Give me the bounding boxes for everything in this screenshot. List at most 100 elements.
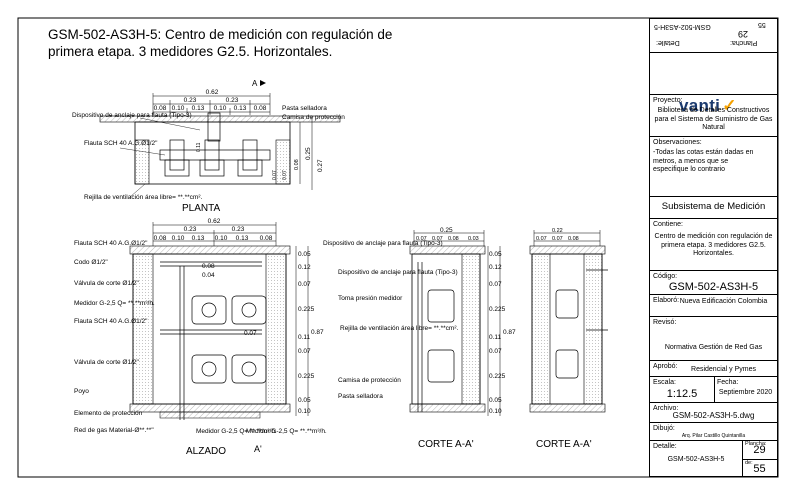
corte1-view: 0.25 0.07 0.07 0.08 0.03 0.05 0.12 0.07 … [323, 227, 516, 450]
alzado-total-dim: 0.62 [208, 218, 221, 225]
tb-aprobo: Aprobó: Residencial y Pymes [650, 361, 777, 377]
svg-text:0.08: 0.08 [448, 236, 459, 242]
note-anclaje: Dispositivo de anclaje para flauta (Tipo… [72, 112, 192, 119]
svg-text:0.08: 0.08 [294, 159, 300, 170]
svg-text:0.10: 0.10 [214, 105, 227, 112]
svg-text:0.07: 0.07 [282, 170, 288, 180]
svg-text:Flauta SCH 40 A.G.Ø1/2": Flauta SCH 40 A.G.Ø1/2" [74, 318, 148, 325]
svg-text:0.13: 0.13 [234, 105, 247, 112]
svg-text:Medidor G-2,5 Q= **.**m³/h.: Medidor G-2,5 Q= **.**m³/h. [74, 300, 155, 307]
svg-text:0.11: 0.11 [196, 142, 202, 152]
svg-text:0.22: 0.22 [552, 228, 563, 234]
svg-text:Dispositivo de anclaje para fl: Dispositivo de anclaje para flauta (Tipo… [323, 240, 443, 247]
section-mark-a: A [252, 79, 258, 88]
tb-elaboro: Elaboró: Nueva Edificación Colombia [650, 295, 777, 317]
svg-text:0.87: 0.87 [503, 329, 516, 336]
svg-text:0.04: 0.04 [202, 272, 215, 279]
svg-text:0.10: 0.10 [298, 408, 311, 415]
svg-text:Dispositivo de anclaje para fl: Dispositivo de anclaje para flauta (Tipo… [338, 269, 458, 276]
svg-text:0.05: 0.05 [298, 397, 311, 404]
svg-text:Medidor G-2,5 Q= **.**m³/h.: Medidor G-2,5 Q= **.**m³/h. [246, 428, 327, 435]
svg-text:0.07: 0.07 [432, 236, 443, 242]
svg-text:0.07: 0.07 [489, 281, 502, 288]
svg-text:Poyo: Poyo [74, 388, 89, 395]
svg-text:0.27: 0.27 [317, 159, 324, 172]
svg-text:0.05: 0.05 [298, 251, 311, 258]
svg-text:Flauta SCH 40 A.G.Ø1/2": Flauta SCH 40 A.G.Ø1/2" [74, 240, 148, 247]
svg-text:0.05: 0.05 [489, 397, 502, 404]
tb-escala-fecha: Escala: 1:12.5 Fecha: Septiembre 2020 [650, 377, 777, 403]
svg-text:Válvula de corte Ø1/2": Válvula de corte Ø1/2" [74, 359, 140, 366]
svg-text:0.23: 0.23 [184, 97, 197, 104]
alzado-label: ALZADO [186, 446, 226, 457]
svg-text:0.07: 0.07 [552, 236, 563, 242]
sheet-border [17, 17, 779, 478]
check-icon: ✓ [722, 96, 737, 115]
svg-text:0.07: 0.07 [298, 281, 311, 288]
svg-text:0.23: 0.23 [226, 97, 239, 104]
section-arrow-icon [260, 80, 266, 86]
section-mark-a-prime: A' [254, 444, 262, 454]
svg-text:0.10: 0.10 [215, 235, 228, 242]
svg-text:0.12: 0.12 [298, 264, 311, 271]
svg-text:0.23: 0.23 [232, 226, 245, 233]
corte2-label: CORTE A-A' [536, 439, 592, 450]
svg-text:Pasta selladora: Pasta selladora [338, 393, 383, 400]
tb-observaciones: Observaciones: -Todas las cotas están da… [650, 137, 777, 197]
svg-text:0.10: 0.10 [172, 235, 185, 242]
svg-text:0.08: 0.08 [260, 235, 273, 242]
tb-logo-row: vanti✓ [650, 53, 777, 115]
svg-text:0.08: 0.08 [202, 263, 215, 270]
svg-text:0.03: 0.03 [468, 236, 479, 242]
drawing-title: GSM-502-AS3H-5: Centro de medición con r… [48, 26, 428, 60]
svg-text:Medidor G-2,5 Q= **.**m³/h.: Medidor G-2,5 Q= **.**m³/h. [196, 428, 277, 435]
svg-text:0.07: 0.07 [489, 348, 502, 355]
tb-top-rotated: GSM-502-AS3H-5 Detalle: Plancha: 29 55 [650, 19, 777, 53]
svg-text:0.225: 0.225 [298, 306, 315, 313]
svg-text:0.08: 0.08 [568, 236, 579, 242]
svg-text:Codo Ø1/2": Codo Ø1/2" [74, 259, 108, 266]
note-sellador: Pasta selladora [282, 105, 327, 112]
tb-subsistema: Subsistema de Medición [650, 197, 777, 219]
svg-text:0.87: 0.87 [311, 329, 324, 336]
svg-text:0.08: 0.08 [154, 105, 167, 112]
svg-text:0.07: 0.07 [272, 170, 278, 180]
title-line-1: GSM-502-AS3H-5: Centro de medición con r… [48, 27, 393, 42]
svg-text:0.225: 0.225 [489, 306, 506, 313]
svg-text:0.11: 0.11 [489, 334, 502, 341]
svg-text:0.07: 0.07 [536, 236, 547, 242]
tb-archivo: Archivo: GSM-502-AS3H-5.dwg [650, 403, 777, 423]
svg-text:0.12: 0.12 [489, 264, 502, 271]
svg-text:0.08: 0.08 [254, 105, 267, 112]
note-camisa: Camisa de protección [282, 114, 345, 121]
svg-text:Elemento de protección: Elemento de protección [74, 410, 143, 417]
vanti-logo: vanti✓ [679, 96, 737, 115]
svg-text:0.07: 0.07 [298, 348, 311, 355]
svg-text:0.25: 0.25 [440, 227, 453, 234]
svg-text:0.225: 0.225 [298, 373, 315, 380]
svg-text:Toma presión medidor: Toma presión medidor [338, 295, 403, 302]
alzado-view: 0.62 0.23 0.23 0.08 0.10 0.13 0.10 0.13 … [74, 218, 327, 457]
svg-text:0.23: 0.23 [184, 226, 197, 233]
svg-text:0.08: 0.08 [154, 235, 167, 242]
title-line-2: primera etapa. 3 medidores G2.5. Horizon… [48, 44, 333, 59]
tb-dibujo: Dibujó: Arq. Pilar Castillo Quintanilla [650, 423, 777, 441]
svg-text:0.07: 0.07 [244, 330, 257, 337]
tb-detalle-plancha: Detalle: GSM-502-AS3H-5 Plancha: 29 de: … [650, 441, 777, 477]
planta-view: 0.62 0.23 0.23 0.08 0.10 0.13 0.10 0.13 … [72, 79, 345, 214]
svg-text:0.25: 0.25 [305, 147, 312, 160]
tb-proyecto: Proyecto: Biblioteca de Detalles Constru… [650, 95, 777, 137]
svg-text:Rejilla de ventilación área li: Rejilla de ventilación área libre= **.**… [340, 325, 459, 332]
svg-text:0.13: 0.13 [236, 235, 249, 242]
svg-text:0.13: 0.13 [192, 235, 205, 242]
svg-text:0.05: 0.05 [489, 251, 502, 258]
tb-codigo: Código: GSM-502-AS3H-5 [650, 271, 777, 295]
corte1-label: CORTE A-A' [418, 439, 474, 450]
svg-text:Red de gas Material-Ø**.**": Red de gas Material-Ø**.**" [74, 427, 154, 434]
title-block: GSM-502-AS3H-5 Detalle: Plancha: 29 55 v… [649, 18, 778, 477]
planta-total-dim: 0.62 [206, 89, 219, 96]
corte2-view: 0.22 0.07 0.07 0.08 CORTE A-A' [529, 228, 608, 450]
tb-reviso: Revisó: Normativa Gestión de Red Gas [650, 317, 777, 361]
svg-text:0.13: 0.13 [192, 105, 205, 112]
